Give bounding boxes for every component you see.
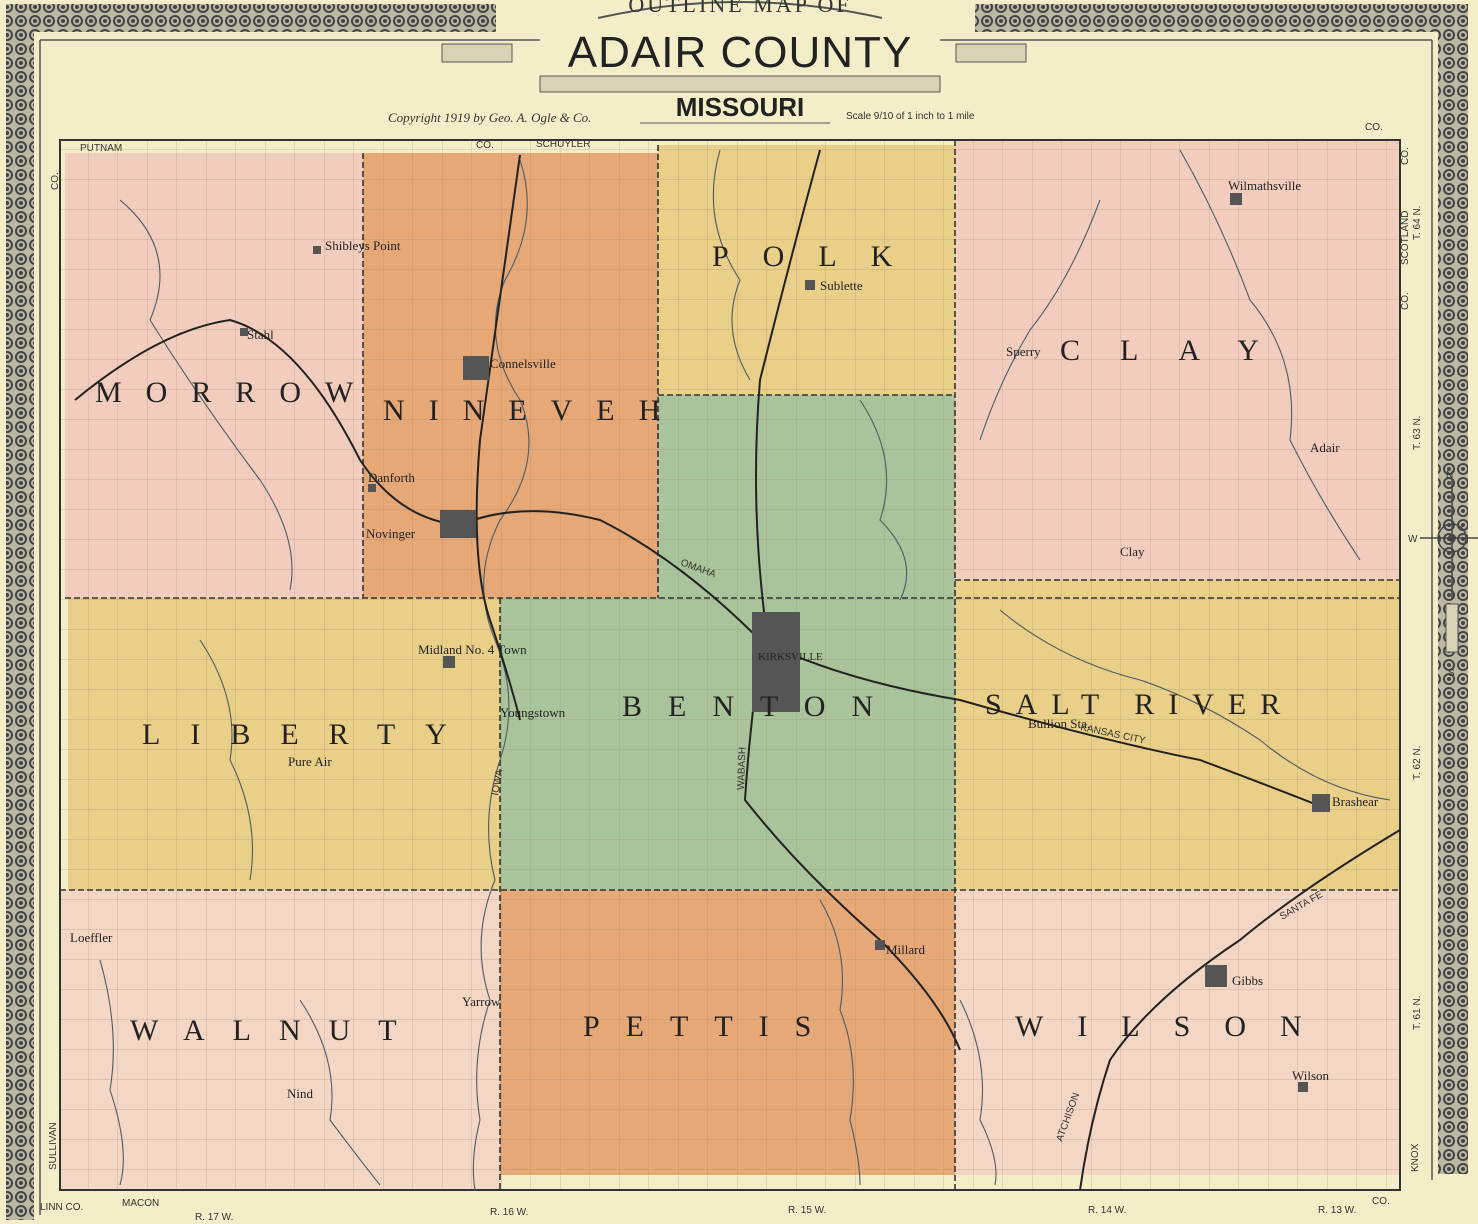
edge-label-r14: R. 14 W.: [1088, 1205, 1126, 1216]
edge-label-r16: R. 16 W.: [490, 1207, 528, 1218]
town-label-wilmathsville: Wilmathsville: [1228, 178, 1301, 193]
town-label-brashear: Brashear: [1332, 794, 1379, 809]
edge-label-r15: R. 15 W.: [788, 1205, 826, 1216]
edge-label-linn: LINN CO.: [40, 1202, 83, 1213]
town-label-loeffler: Loeffler: [70, 930, 113, 945]
outline-map-heading: OUTLINE MAP OF: [628, 0, 852, 17]
town-label-youngstown: Youngstown: [500, 705, 566, 720]
title-block: OUTLINE MAP OF ADAIR COUNTY MISSOURI: [540, 0, 940, 130]
town-label-yarrow: Yarrow: [462, 994, 501, 1009]
town-label-connelsville: Connelsville: [490, 356, 556, 371]
township-label-clay: CLAY: [1060, 334, 1299, 367]
edge-label-t61: T. 61 N.: [1412, 996, 1423, 1030]
edge-label-co-left: CO.: [50, 172, 61, 190]
county-title: ADAIR COUNTY: [567, 28, 913, 77]
town-markers: [240, 193, 1330, 1092]
town-label-clay: Clay: [1120, 544, 1145, 559]
streams: [99, 149, 1391, 1191]
township-label-wilson: WILSON: [1015, 1010, 1336, 1043]
compass-s: S: [1448, 668, 1455, 679]
edge-label-co-top-mid: CO.: [476, 140, 494, 151]
township-boundaries: [60, 140, 1400, 1190]
town-label-stahl: Stahl: [247, 327, 274, 342]
edge-label-r17: R. 17 W.: [195, 1212, 233, 1223]
railroad-label-iowa: IOWA: [490, 768, 505, 796]
edge-label-co-right-2: CO.: [1400, 292, 1411, 310]
copyright-note: Copyright 1919 by Geo. A. Ogle & Co.: [388, 110, 592, 125]
edge-label-co-right-1: CO.: [1400, 147, 1411, 165]
town-label-shibleys-point: Shibleys Point: [325, 238, 401, 253]
edge-label-co-bottom: CO.: [1372, 1196, 1390, 1207]
town-label-nind: Nind: [287, 1086, 314, 1101]
town-label-pure-air: Pure Air: [288, 754, 332, 769]
edge-label-t62: T. 62 N.: [1412, 746, 1423, 780]
town-label-bullion: Bullion Sta.: [1028, 716, 1090, 731]
town-label-midland: Midland No. 4 Town: [418, 642, 527, 657]
town-label-kirksville: KIRKSVILLE: [758, 651, 823, 663]
scale-note: Scale 9/10 of 1 inch to 1 mile: [846, 111, 975, 122]
town-label-sperry: Sperry: [1006, 344, 1041, 359]
compass-rose-icon: [1420, 478, 1478, 653]
edge-label-t64: T. 64 N.: [1412, 206, 1423, 240]
township-label-polk: POLK: [712, 240, 926, 273]
edge-label-t63: T. 63 N.: [1412, 416, 1423, 450]
edge-label-scotland: SCOTLAND: [1400, 211, 1411, 265]
edge-label-macon: MACON: [122, 1198, 159, 1209]
edge-label-putnam: PUTNAM: [80, 143, 122, 154]
town-label-gibbs: Gibbs: [1232, 973, 1263, 988]
town-label-sublette: Sublette: [820, 278, 863, 293]
edge-label-r13: R. 13 W.: [1318, 1205, 1356, 1216]
town-label-millard: Millard: [886, 942, 925, 957]
edge-label-sullivan: SULLIVAN: [48, 1122, 59, 1170]
township-label-nineveh: NINEVEH: [383, 394, 684, 427]
railroad-label-wabash: WABASH: [736, 747, 748, 790]
edge-label-co-top-right: CO.: [1365, 122, 1383, 133]
township-label-salt-river: SALT RIVER: [985, 688, 1294, 721]
edge-label-schuyler: SCHUYLER: [536, 139, 590, 150]
county-boundary: [59, 139, 1401, 1191]
town-label-novinger: Novinger: [366, 526, 416, 541]
township-label-pettis: PETTIS: [583, 1010, 837, 1043]
township-label-morrow: MORROW: [95, 376, 377, 409]
township-label-walnut: WALNUT: [130, 1014, 425, 1047]
state-title: MISSOURI: [675, 92, 805, 122]
compass-n: N: [1446, 470, 1453, 481]
town-label-wilson: Wilson: [1292, 1068, 1330, 1083]
town-label-danforth: Danforth: [368, 470, 415, 485]
edge-label-knox: KNOX: [1410, 1143, 1421, 1172]
compass-w: W: [1408, 534, 1418, 545]
town-label-adair: Adair: [1310, 440, 1340, 455]
township-label-benton: BENTON: [622, 690, 899, 723]
township-label-liberty: LIBERTY: [142, 718, 477, 751]
